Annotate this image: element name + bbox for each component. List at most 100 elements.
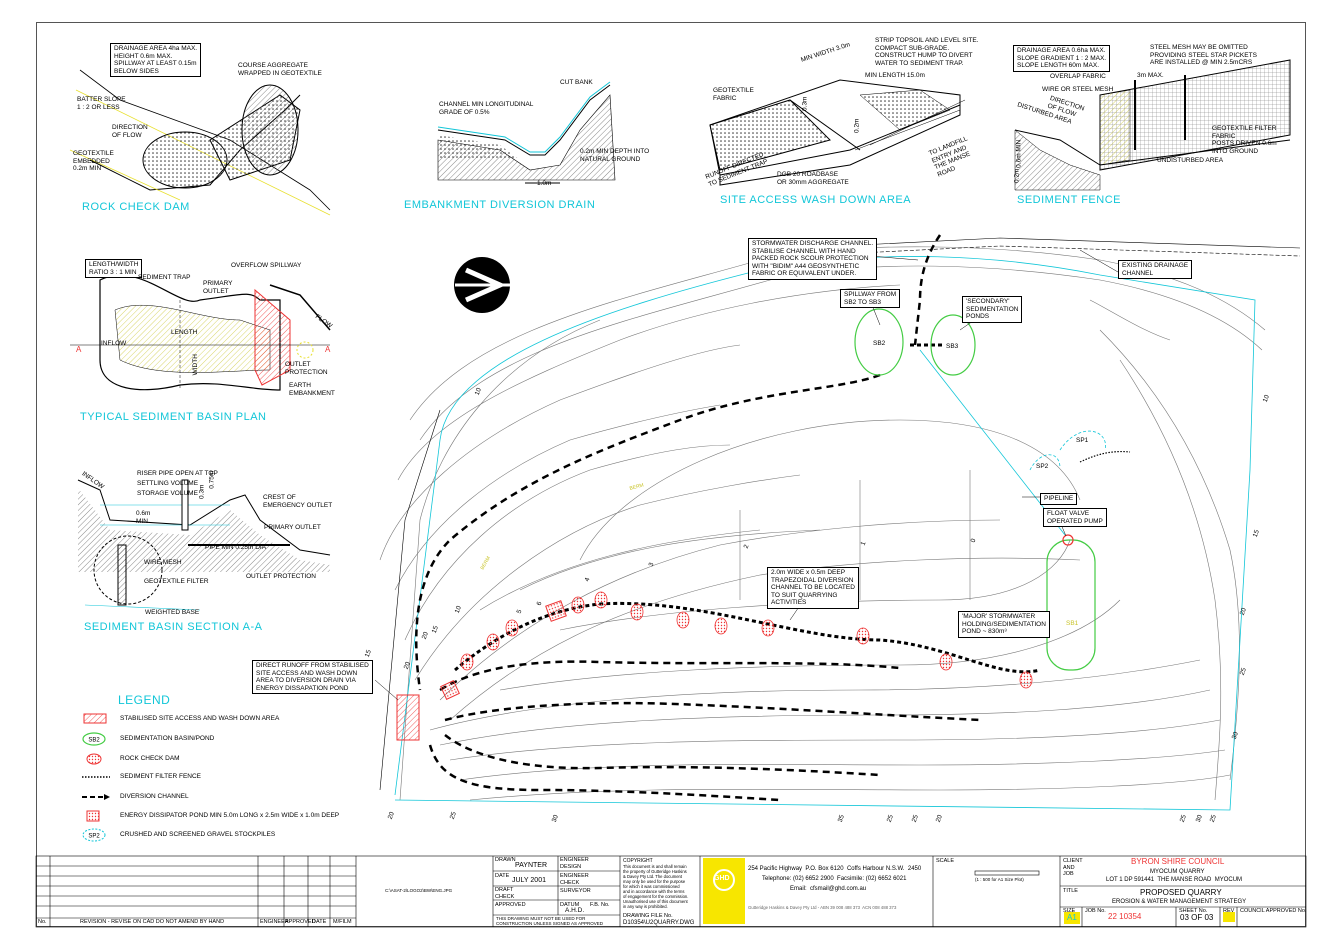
- tb-mfilm: M/FILM: [333, 919, 352, 925]
- tb-revision: REVISION - REVISE ON CAD DO NOT AMEND BY…: [80, 919, 225, 925]
- rock-check-dam-title: ROCK CHECK DAM: [82, 201, 190, 213]
- basin-earth: EARTH EMBANKMENT: [289, 382, 335, 397]
- tb-client-label: CLIENT AND JOB: [1063, 858, 1083, 877]
- section-dim-1: 0.6m MIN: [136, 510, 151, 525]
- tb-not-used: THIS DRAWING MUST NOT BE USED FOR CONSTR…: [496, 916, 604, 926]
- tb-size-value: A1: [1067, 913, 1077, 922]
- legend-text: ENERGY DISSIPATOR POND MIN 5.0m LONG x 2…: [120, 812, 340, 819]
- title-block-lines: [35, 855, 1307, 928]
- rock-check-dams: [460, 591, 1033, 689]
- float-valve-note: FLOAT VALVE OPERATED PUMP: [1043, 508, 1107, 527]
- basin-primary: PRIMARY OUTLET: [203, 280, 233, 295]
- fence-overlap: OVERLAP FABRIC: [1050, 73, 1106, 80]
- legend-symbol: [82, 776, 110, 778]
- embankment-channel: CHANNEL MIN LONGITUDINAL GRADE OF 0.5%: [439, 101, 534, 116]
- section-marker-left: A: [76, 345, 82, 354]
- tb-eng-design: ENGINEER DESIGN: [560, 857, 589, 870]
- legend-symbol: [82, 794, 110, 800]
- section-pipe: PIPE MIN 0.25m DIA: [205, 544, 267, 551]
- legend-text: CRUSHED AND SCREENED GRAVEL STOCKPILES: [120, 831, 276, 838]
- tb-scale-label: SCALE: [936, 858, 955, 864]
- tb-drawing-file-label: DRAWING FILE No.: [623, 913, 673, 919]
- rock-check-dam-detail: [69, 69, 331, 216]
- legend-symbol: [86, 810, 100, 822]
- legend-text: STABILISED SITE ACCESS AND WASH DOWN ARE…: [120, 715, 280, 722]
- tb-approved: APPROVED: [285, 919, 316, 925]
- stabilised-access-area: [396, 694, 420, 741]
- ghd-company: Gutteridge Haskins & Davey Pty Ltd - ABN…: [748, 905, 897, 910]
- site-contours: [379, 246, 1266, 801]
- tb-title1: PROPOSED QUARRY: [1140, 888, 1222, 897]
- embankment-detail: [437, 81, 616, 184]
- embankment-cut-bank: CUT BANK: [560, 79, 593, 86]
- section-base: WEIGHTED BASE: [145, 609, 200, 616]
- secondary-note: 'SECONDARY' SEDIMENTATION PONDS: [962, 296, 1023, 323]
- tb-drawn-value: PAYNTER: [515, 862, 548, 869]
- legend-symbol: [86, 753, 102, 765]
- tb-approved-label: APPROVED: [495, 902, 526, 908]
- legend-text: DIVERSION CHANNEL: [120, 793, 189, 800]
- tb-date: DATE: [312, 919, 327, 925]
- tb-copyright: This document is and shall remain the pr…: [623, 864, 689, 909]
- wash-depth-2: 0.2m: [853, 118, 861, 133]
- legend-text: SEDIMENT FILTER FENCE: [120, 773, 202, 780]
- basin-width: WIDTH: [191, 354, 199, 376]
- tb-datum-value: A.H.D.: [565, 907, 585, 914]
- tb-engineer: ENGINEER: [260, 919, 289, 925]
- fence-depth-2: 0.2m: [1013, 168, 1021, 183]
- wash-down-detail: [709, 79, 966, 186]
- fence-posts: POSTS DRIVEN 0.6m INTO GROUND: [1212, 140, 1277, 155]
- sb2-label: SB2: [873, 340, 886, 347]
- legend-title: LEGEND: [118, 693, 171, 707]
- basin-plan-title: TYPICAL SEDIMENT BASIN PLAN: [80, 411, 267, 423]
- basin-trap: SEDIMENT TRAP: [138, 274, 191, 281]
- diversion-channels: [415, 234, 981, 802]
- tb-file-ref: C:\ASAT-2\LOGO2\BW\ENG.JPG: [385, 888, 453, 893]
- sediment-fence-detail: [1014, 59, 1291, 191]
- tb-fb: F.B. No.: [590, 902, 610, 908]
- svg-text:SP2: SP2: [88, 834, 100, 840]
- tb-no: No.: [38, 919, 47, 925]
- svg-text:BERM: BERM: [480, 555, 492, 571]
- section-wire: WIRE MESH: [144, 559, 182, 566]
- sp2-label: SP2: [1036, 463, 1049, 470]
- ghd-address: 254 Pacific Highway P.O. Box 6120 Coffs …: [748, 866, 922, 872]
- rock-dam-batter: BATTER SLOPE 1 : 2 OR LESS: [77, 96, 126, 111]
- basin-outlet-prot: OUTLET PROTECTION: [285, 361, 328, 376]
- embankment-depth: 0.2m MIN DEPTH INTO NATURAL GROUND: [580, 148, 650, 163]
- basin-overflow: OVERFLOW SPILLWAY: [231, 262, 302, 269]
- tb-eng-check: ENGINEER CHECK: [560, 873, 589, 886]
- basin-inflow: INFLOW: [101, 340, 127, 347]
- legend-symbol: [83, 713, 107, 724]
- section-crest: CREST OF EMERGENCY OUTLET: [263, 494, 333, 509]
- rock-dam-aggregate: COURSE AGGREGATE WRAPPED IN GEOTEXTILE: [238, 62, 322, 77]
- wash-depth-1: 0.3m: [801, 96, 809, 111]
- sedimentation-basins: [854, 308, 1096, 671]
- site-boundary: [394, 256, 1256, 811]
- ghd-email: Email: cfsmail@ghd.com.au: [790, 886, 867, 892]
- fence-filter: GEOTEXTILE FILTER FABRIC: [1212, 125, 1277, 140]
- legend-symbol: SP2: [82, 828, 106, 842]
- tb-surveyor: SURVEYOR: [560, 888, 591, 894]
- sb1-label: SB1: [1066, 620, 1079, 627]
- tb-council: COUNCIL APPROVED No.: [1240, 908, 1307, 914]
- tb-title2: EROSION & WATER MANAGEMENT STRATEGY: [1112, 899, 1247, 905]
- tb-date-value: JULY 2001: [512, 877, 546, 884]
- wash-min-length: MIN LENGTH 15.0m: [865, 72, 925, 79]
- rock-dam-geotextile: GEOTEXTILE EMBEDDED 0.2m MIN: [73, 150, 114, 172]
- fence-steel-mesh: STEEL MESH MAY BE OMITTED PROVIDING STEE…: [1150, 44, 1257, 66]
- tb-sheet-label: SHEET No.: [1179, 908, 1208, 914]
- fence-3m: 3m MAX.: [1137, 72, 1164, 79]
- sheet-border: [36, 22, 1306, 927]
- wash-down-title: SITE ACCESS WASH DOWN AREA: [720, 194, 912, 206]
- trapezoidal-note: 2.0m WIDE x 0.5m DEEP TRAPEZOIDAL DIVERS…: [767, 567, 859, 609]
- stockpiles: [1029, 430, 1106, 471]
- wash-geotextile: GEOTEXTILE FABRIC: [713, 87, 754, 102]
- tb-job1: MYOCUM QUARRY: [1150, 869, 1205, 875]
- legend-text: ROCK CHECK DAM: [120, 755, 180, 762]
- basin-section-detail: [77, 479, 331, 611]
- existing-drainage-note: EXISTING DRAINAGE CHANNEL: [1118, 260, 1193, 279]
- wash-dgb: DGB 20 ROADBASE OR 30mm AGGREGATE: [777, 171, 849, 186]
